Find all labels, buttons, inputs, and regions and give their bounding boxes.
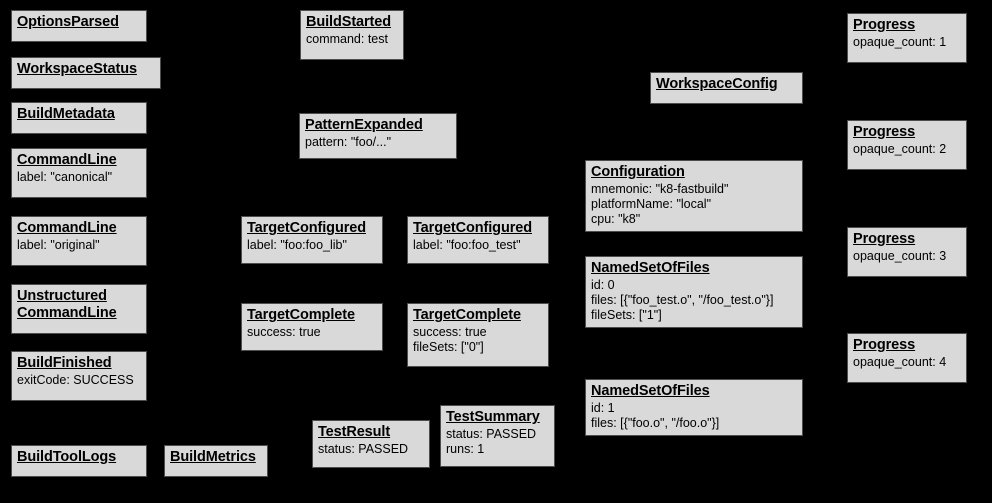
node-title: BuildMetadata xyxy=(17,106,115,122)
node-fields: label: "foo:foo_lib" xyxy=(247,238,347,253)
node-command-line-original[interactable]: CommandLine label: "original" xyxy=(11,216,147,266)
node-build-finished[interactable]: BuildFinished exitCode: SUCCESS xyxy=(11,351,147,401)
node-title: WorkspaceStatus xyxy=(17,61,137,77)
node-title: NamedSetOfFiles xyxy=(591,383,710,399)
node-title: TargetConfigured xyxy=(247,220,366,236)
node-named-set-of-files-1[interactable]: NamedSetOfFiles id: 1 files: [{"foo.o", "… xyxy=(585,379,803,436)
node-build-tool-logs[interactable]: BuildToolLogs xyxy=(11,445,147,477)
node-named-set-of-files-0[interactable]: NamedSetOfFiles id: 0 files: [{"foo_test.… xyxy=(585,256,803,328)
node-workspace-status[interactable]: WorkspaceStatus xyxy=(11,57,161,89)
node-title: TargetComplete xyxy=(413,307,521,323)
node-title: Unstructured CommandLine xyxy=(17,288,117,322)
node-title: Progress xyxy=(853,337,916,353)
node-fields: success: true xyxy=(247,325,321,340)
node-test-result[interactable]: TestResult status: PASSED xyxy=(312,420,430,468)
node-title: Configuration xyxy=(591,164,685,180)
node-title: Progress xyxy=(853,17,916,33)
node-fields: status: PASSED xyxy=(318,442,409,457)
node-build-metadata[interactable]: BuildMetadata xyxy=(11,102,147,134)
node-pattern-expanded[interactable]: PatternExpanded pattern: "foo/..." xyxy=(299,113,457,159)
node-progress-1[interactable]: Progress opaque_count: 1 xyxy=(847,13,967,63)
node-target-configured-foo-test[interactable]: TargetConfigured label: "foo:foo_test" xyxy=(407,216,549,264)
node-title: Progress xyxy=(853,231,916,247)
node-target-complete-foo-test[interactable]: TargetComplete success: true fileSets: ["… xyxy=(407,303,549,367)
node-workspace-config[interactable]: WorkspaceConfig xyxy=(650,72,803,104)
node-unstructured-command-line[interactable]: Unstructured CommandLine xyxy=(11,284,147,334)
node-test-summary[interactable]: TestSummary status: PASSED runs: 1 xyxy=(440,405,555,467)
node-fields: label: "foo:foo_test" xyxy=(413,238,521,253)
node-fields: exitCode: SUCCESS xyxy=(17,373,134,388)
node-title: PatternExpanded xyxy=(305,117,423,133)
node-fields: opaque_count: 2 xyxy=(853,142,947,157)
node-fields: success: true fileSets: ["0"] xyxy=(413,325,487,354)
node-fields: opaque_count: 1 xyxy=(853,35,947,50)
node-title: NamedSetOfFiles xyxy=(591,260,710,276)
node-title: Progress xyxy=(853,124,916,140)
node-title: OptionsParsed xyxy=(17,14,119,30)
node-fields: mnemonic: "k8-fastbuild" platformName: "… xyxy=(591,182,729,226)
node-title: WorkspaceConfig xyxy=(656,76,778,92)
node-progress-2[interactable]: Progress opaque_count: 2 xyxy=(847,120,967,170)
node-title: BuildToolLogs xyxy=(17,449,117,465)
node-fields: opaque_count: 3 xyxy=(853,249,947,264)
node-title: BuildStarted xyxy=(306,14,392,30)
node-progress-3[interactable]: Progress opaque_count: 3 xyxy=(847,227,967,277)
node-title: TargetComplete xyxy=(247,307,355,323)
node-build-metrics[interactable]: BuildMetrics xyxy=(164,445,268,477)
node-fields: command: test xyxy=(306,32,388,47)
node-target-complete-foo-lib[interactable]: TargetComplete success: true xyxy=(241,303,383,351)
node-fields: label: "original" xyxy=(17,238,100,253)
node-build-started[interactable]: BuildStarted command: test xyxy=(300,10,404,60)
node-options-parsed[interactable]: OptionsParsed xyxy=(11,10,147,42)
node-fields: pattern: "foo/..." xyxy=(305,135,392,150)
node-title: TargetConfigured xyxy=(413,220,532,236)
node-command-line-canonical[interactable]: CommandLine label: "canonical" xyxy=(11,148,147,198)
node-fields: id: 1 files: [{"foo.o", "/foo.o"}] xyxy=(591,401,720,430)
node-title: BuildFinished xyxy=(17,355,112,371)
node-title: TestSummary xyxy=(446,409,540,425)
node-title: BuildMetrics xyxy=(170,449,256,465)
node-fields: status: PASSED runs: 1 xyxy=(446,427,537,456)
node-target-configured-foo-lib[interactable]: TargetConfigured label: "foo:foo_lib" xyxy=(241,216,383,264)
node-progress-4[interactable]: Progress opaque_count: 4 xyxy=(847,333,967,383)
node-title: CommandLine xyxy=(17,220,117,236)
node-configuration[interactable]: Configuration mnemonic: "k8-fastbuild" pl… xyxy=(585,160,803,232)
node-fields: label: "canonical" xyxy=(17,170,113,185)
node-title: CommandLine xyxy=(17,152,117,168)
node-title: TestResult xyxy=(318,424,391,440)
node-fields: opaque_count: 4 xyxy=(853,355,947,370)
node-fields: id: 0 files: [{"foo_test.o", "/foo_test.… xyxy=(591,278,774,322)
